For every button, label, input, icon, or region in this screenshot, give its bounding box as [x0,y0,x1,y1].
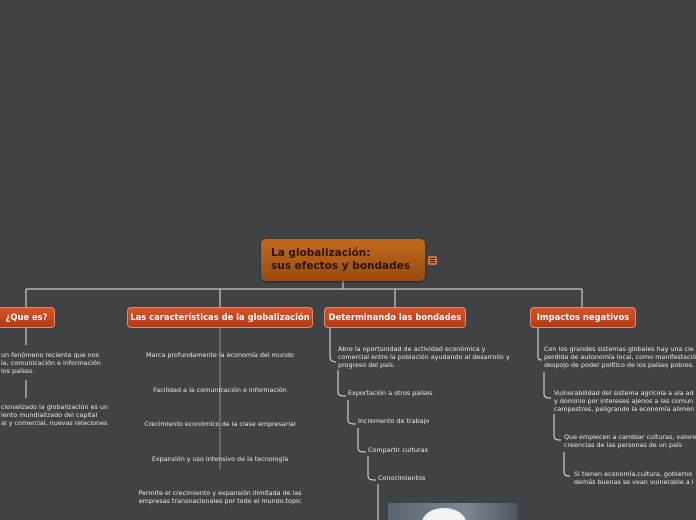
bondades-image [388,503,517,520]
impactos-connector [537,328,571,477]
bondades-item-2[interactable]: Exportación a otros países [348,389,433,397]
impactos-item-2[interactable]: Vulnerabilidad del sistema agrícola a al… [554,389,695,413]
caracteristicas-item-5[interactable]: Permite el crecimiento y expansión ilimi… [138,489,302,505]
root-connector [25,281,583,307]
impactos-item-3[interactable]: Que empiecen a cambiar culturas, valore … [564,433,696,449]
caracteristicas-item-4[interactable]: Expansión y uso intensivo de la tecnolog… [151,455,289,463]
caracteristicas-item-3[interactable]: Crecimiento económico de la clase empres… [144,420,296,428]
bondades-connector [329,328,337,363]
bondades-item-5[interactable]: Conocimientos [378,474,426,482]
bondades-item-4[interactable]: Compartir culturas [368,446,428,454]
root-title-line2: sus efectos y bondades [271,260,410,272]
root-title-line1: La globalización: [271,247,371,259]
branch-impactos[interactable]: Impactos negativos [530,307,636,328]
branch-bondades[interactable]: Determinando las bondades [324,307,466,328]
notes-icon[interactable] [428,256,437,265]
que-es-item-1[interactable]: un fenómeno reciente que nos ia, comunic… [1,351,101,375]
branch-que-es[interactable]: ¿Que es? [0,307,55,328]
bondades-item-3[interactable]: Incremento de trabajo [358,417,430,425]
que-es-item-2[interactable]: cionalizado la globalización es un iento… [1,403,108,427]
caracteristicas-item-1[interactable]: Marca profundamente la economía del mund… [146,351,294,359]
root-topic[interactable]: La globalización: sus efectos y bondades [261,239,425,281]
bondades-item-1[interactable]: Abre la oportunidad de actividad económi… [338,345,510,369]
impactos-item-4[interactable]: Si tienen economía,cultura, gobierno dem… [574,470,694,486]
impactos-item-1[interactable]: Con los grandes sistemas globales hay un… [544,345,696,369]
bondades-cascade-connector [337,370,379,520]
branch-caracteristicas[interactable]: Las características de la globalización [127,307,313,328]
caracteristicas-item-2[interactable]: Facilidad a la comunicación e informació… [153,386,287,394]
person-photo-icon [422,508,466,520]
